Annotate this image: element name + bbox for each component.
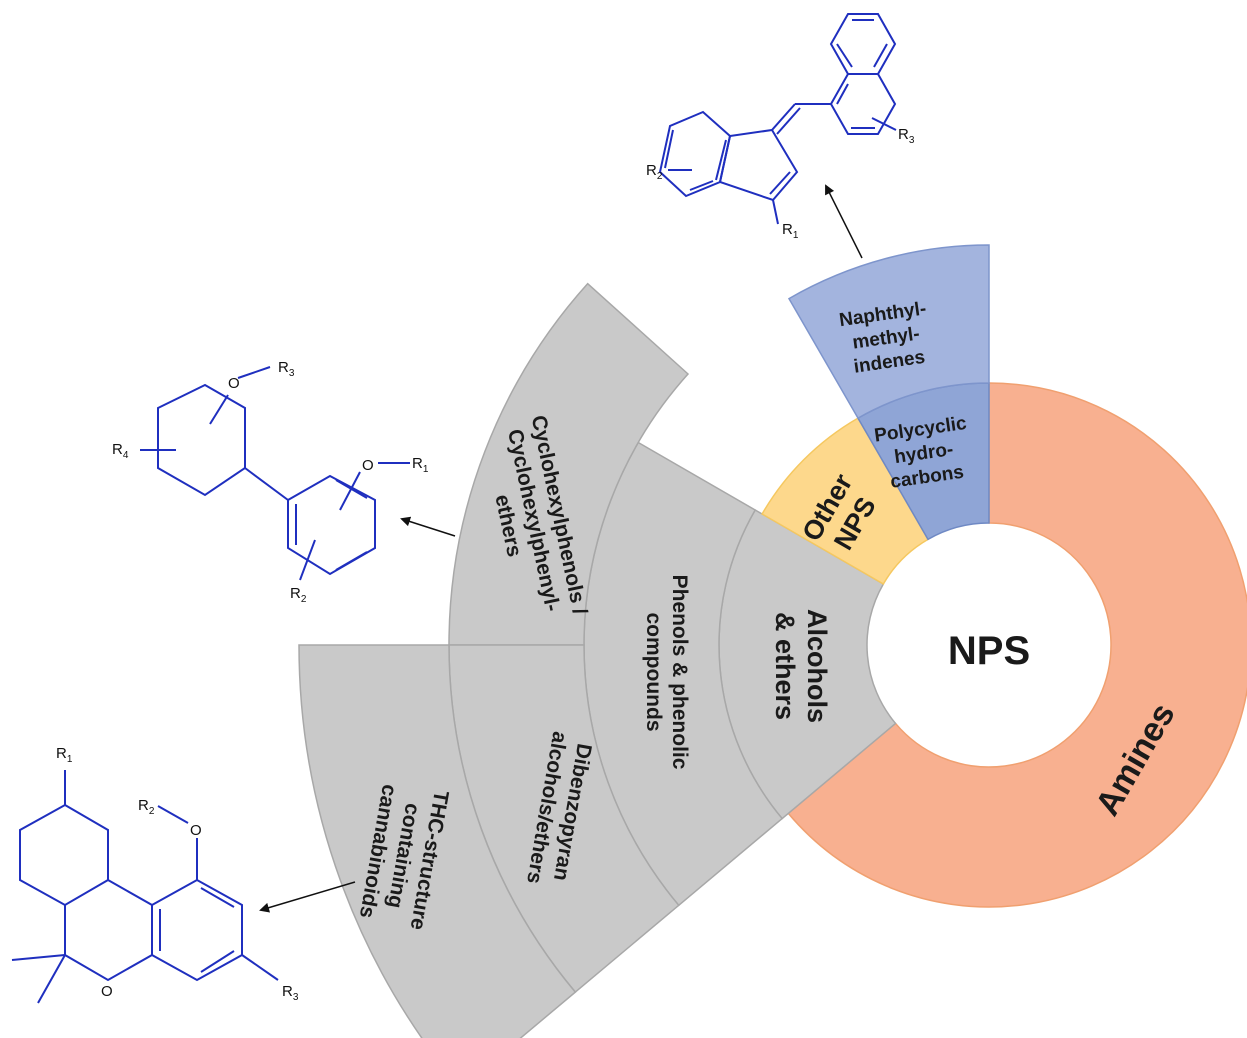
r1-bond (772, 199, 779, 225)
naphthalene-upper-double-bonds (836, 19, 888, 68)
center-label: NPS (948, 629, 1030, 673)
ring-link-bond (244, 467, 289, 501)
naphthyl-r3: R3 (898, 126, 915, 146)
r3-bond (871, 117, 897, 131)
cyclohexane-ring (157, 383, 246, 497)
indene-benzene-ring (658, 110, 732, 198)
sunburst-segments (298, 244, 1247, 1038)
cyclohexylphenol-structure (140, 366, 410, 581)
thc-r1: R1 (56, 745, 73, 765)
o-r3-bond (237, 366, 271, 379)
naphthyl-label: Naphthyl- methyl- indenes (838, 298, 928, 377)
thc-o2: O (101, 983, 113, 1000)
segment-cyclohexyl (448, 282, 690, 646)
cyclohexyl-r3: R3 (278, 359, 295, 379)
naphthyl-r2: R2 (646, 162, 663, 182)
cyclohexyl-o1: O (228, 375, 240, 392)
phenyl-double-bonds (295, 479, 368, 571)
cyclohexane-o-bond (209, 394, 229, 425)
phenols-label-line1: Phenols & phenolic (668, 575, 691, 770)
cyclohexyl-o2: O (362, 457, 374, 474)
thc-r3-bond (241, 954, 279, 981)
thc-methyl-b (37, 954, 66, 1004)
thc-o-r2-bond (157, 805, 189, 824)
cyclohexyl-r2: R2 (290, 585, 307, 605)
thc-pyran-ring (64, 879, 153, 982)
arrow-thc (259, 881, 356, 913)
thc-o1: O (190, 822, 202, 839)
cyclohexyl-r1: R1 (412, 455, 429, 475)
alcohols-label-line1: Alcohols (802, 609, 832, 723)
phenyl-o-bond (339, 471, 361, 511)
indene-five-ring (718, 128, 799, 202)
cyclohexyl-r4: R4 (112, 441, 129, 461)
naphthalene-lower-double-bonds (836, 83, 875, 129)
segment-thc (298, 644, 577, 1038)
alcohols-label-line2: & ethers (770, 612, 800, 720)
r2-bond (299, 539, 316, 581)
arrow-cyclohexyl (400, 516, 456, 537)
exocyclic-double-bond-b (776, 107, 801, 135)
indene-double-bond (769, 171, 791, 195)
phenols-label: Phenols & phenolic compounds (642, 575, 691, 770)
thc-structure (11, 770, 279, 1004)
segment-amines (787, 382, 1247, 908)
thc-r3: R3 (282, 983, 299, 1003)
exocyclic-double-bond-a (771, 103, 796, 131)
naphthalene-upper-ring (829, 13, 897, 75)
phenols-label-line2: compounds (642, 613, 665, 732)
indene-benzene-double-bonds (664, 129, 727, 191)
thc-methyl-a (11, 954, 66, 961)
thc-aromatic-double-bonds (159, 887, 235, 973)
naphthyl-r1: R1 (782, 221, 799, 241)
naphthylmethylindene-structure (658, 13, 897, 225)
phenyl-ring (287, 474, 376, 576)
arrow-naphthyl (825, 184, 863, 259)
segment-naphthyl (787, 244, 990, 420)
thc-r2: R2 (138, 797, 155, 817)
thc-cyclohexane-ring (19, 803, 109, 907)
thc-aromatic-ring (151, 878, 243, 982)
alcohols-label: Alcohols & ethers (770, 609, 832, 723)
